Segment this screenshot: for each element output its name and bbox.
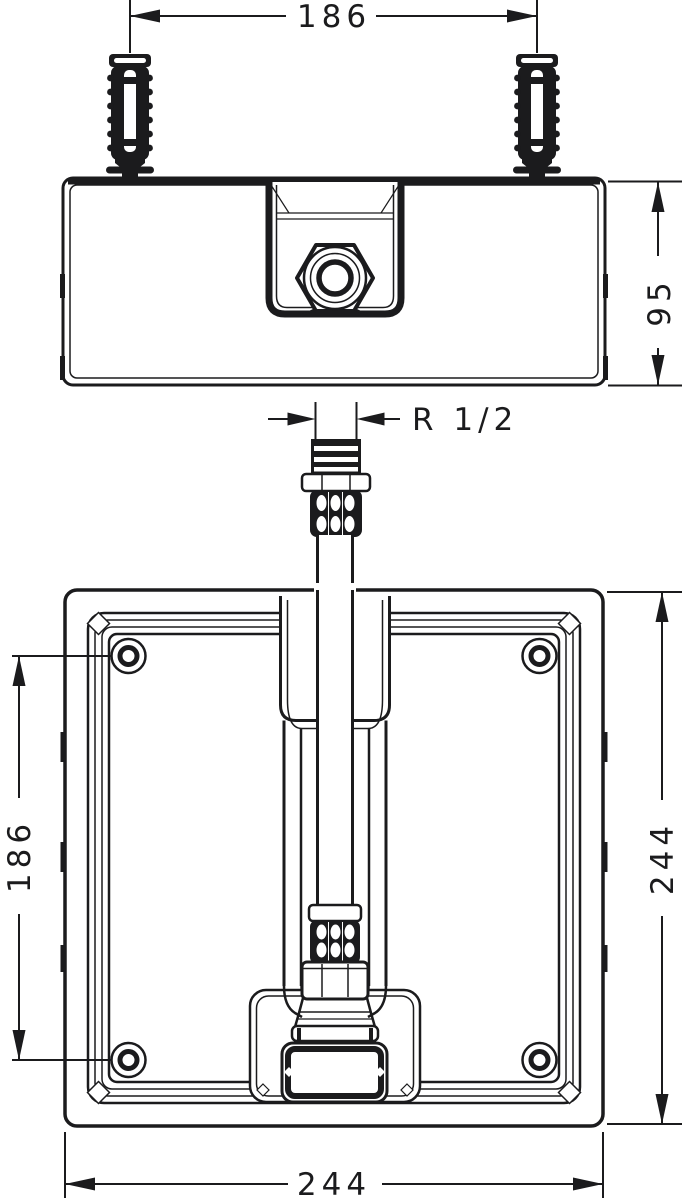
pocket-corner-chamfers <box>270 184 400 214</box>
edge-tick <box>60 356 65 380</box>
dim-anchor-spacing: 186 <box>129 0 538 53</box>
fitting-mid-ring <box>309 252 361 304</box>
arrowhead-down <box>12 1030 26 1060</box>
wall-anchor-left <box>106 54 154 179</box>
hex-collar-facets <box>321 475 351 490</box>
hose-walls <box>316 535 354 591</box>
arrowhead-right <box>507 9 537 23</box>
slot-outer-walls <box>282 720 388 986</box>
bezel-corner-chamfer <box>557 1080 582 1105</box>
extension-line <box>607 591 682 1125</box>
extension-line <box>129 0 538 53</box>
thread-groove <box>314 446 358 451</box>
hex-collar <box>300 472 372 493</box>
braided-section-lower <box>310 920 360 964</box>
arrowhead-up <box>12 656 26 686</box>
screw-hole-bottom-right <box>521 1041 558 1079</box>
dim-label-plate-height: 244 <box>645 821 681 895</box>
pocket-step-lines <box>276 212 394 220</box>
dim-plate-height: 244 <box>607 591 682 1125</box>
connection-pocket <box>265 182 405 318</box>
dim-thread-size: R 1/2 <box>268 402 518 440</box>
back-plate <box>60 583 608 1128</box>
slot-inner-walls <box>299 728 371 986</box>
arrowhead-up <box>651 182 665 212</box>
skirt <box>293 997 377 1028</box>
pocket-corner-chamfer <box>256 1083 270 1097</box>
outlet-notch <box>375 1067 385 1077</box>
dim-housing-depth: 95 <box>608 180 682 387</box>
fitting-legs <box>300 307 370 318</box>
outlet-box <box>280 1041 389 1104</box>
arrowhead-up <box>655 592 669 622</box>
arrowhead-left <box>356 412 385 426</box>
bezel-corner-chamfer <box>86 611 111 636</box>
hose-union-nut <box>300 960 370 1001</box>
outlet-collar-ring <box>290 1024 380 1043</box>
channel-wall-left <box>279 596 317 722</box>
screw-hole-bottom-left <box>110 1041 147 1079</box>
fitting-bore <box>316 259 354 297</box>
braided-section-upper <box>310 490 362 537</box>
hose-body <box>316 535 354 591</box>
thread-groove <box>314 457 358 462</box>
arrowhead-left <box>130 9 160 23</box>
arrowhead-right <box>287 412 316 426</box>
screw-hole-top-left <box>110 637 147 675</box>
extension-line <box>12 655 112 1061</box>
arrowhead-down <box>655 1094 669 1124</box>
extension-line <box>64 1132 604 1198</box>
hose-end-collar <box>307 903 363 923</box>
bezel-corner-chamfer <box>557 611 582 636</box>
outlet-notch <box>284 1067 294 1077</box>
wall-anchor-right <box>513 54 561 179</box>
thread-groove <box>314 467 358 472</box>
edge-tick <box>603 356 608 380</box>
pocket-corner-chamfer <box>400 1083 414 1097</box>
screw-hole-top-right <box>521 637 558 675</box>
dim-label-anchor-spacing: 186 <box>297 0 371 35</box>
edge-tick <box>603 274 608 298</box>
dim-label-plate-width: 244 <box>297 1167 371 1200</box>
dim-hole-spacing: 186 <box>2 655 112 1061</box>
edge-tick <box>60 274 65 298</box>
extension-line <box>314 402 358 440</box>
thread-connector: R 1/2 <box>268 402 518 591</box>
plate-edge-ticks <box>60 732 608 972</box>
hose-in-plate-walls <box>316 590 354 912</box>
dim-plate-width: 244 <box>64 1132 604 1200</box>
arrowhead-right <box>573 1177 603 1191</box>
dim-label-housing-depth: 95 <box>642 277 678 326</box>
arrowhead-down <box>651 355 665 385</box>
hose-in-plate <box>316 590 354 912</box>
bezel-corner-chamfer <box>86 1080 111 1105</box>
dim-label-thread-size: R 1/2 <box>412 402 518 438</box>
dim-label-hole-spacing: 186 <box>2 819 38 893</box>
channel-wall-right <box>353 596 391 722</box>
arrowhead-left <box>65 1177 95 1191</box>
extension-line <box>608 180 682 387</box>
